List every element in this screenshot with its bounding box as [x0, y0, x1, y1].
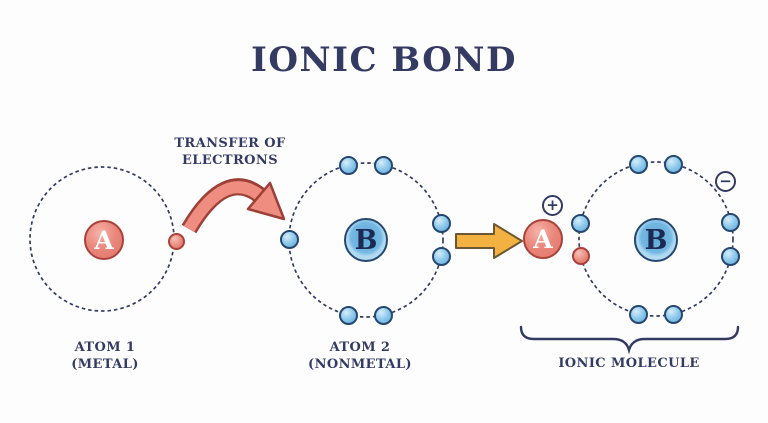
cation-symbol: A: [533, 224, 553, 254]
atom1-caption-line2: (METAL): [71, 357, 139, 372]
anion-electron-dot: [629, 155, 648, 174]
atom1-symbol: A: [94, 225, 114, 255]
atom2-caption-line2: (NONMETAL): [308, 357, 412, 372]
transferred-electron-dot: [572, 247, 590, 265]
anion-symbol: B: [644, 224, 668, 256]
atom2-electron-dot: [374, 306, 393, 325]
anion-electron-dot: [571, 214, 590, 233]
atom1-caption-line1: ATOM 1: [74, 340, 136, 355]
transfer-of-electrons-label: TRANSFER OF ELECTRONS: [150, 135, 310, 169]
atom2-electron-dot: [339, 156, 358, 175]
atom2-caption-line1: ATOM 2: [329, 340, 391, 355]
atom2-electron-dot: [280, 230, 299, 249]
atom2-symbol: B: [354, 224, 378, 256]
atom1-caption: ATOM 1 (METAL): [25, 339, 185, 373]
transfer-label-line1: TRANSFER OF: [174, 136, 286, 151]
atom2-electron-dot: [432, 247, 451, 266]
page-title: IONIC BOND: [251, 40, 517, 80]
forward-arrow-icon: [455, 223, 523, 259]
transfer-arrow-icon: [181, 178, 286, 234]
atom2-caption: ATOM 2 (NONMETAL): [280, 339, 440, 373]
anion-orbit-circle: [578, 161, 734, 317]
plus-charge-badge: +: [542, 195, 563, 216]
transfer-label-line2: ELECTRONS: [182, 153, 278, 168]
anion-electron-dot: [664, 155, 683, 174]
minus-sign: −: [719, 172, 732, 190]
underbrace-icon: [519, 325, 740, 355]
anion-electron-dot: [629, 305, 648, 324]
anion-electron-dot: [721, 213, 740, 232]
anion-electron-dot: [721, 247, 740, 266]
plus-sign: +: [546, 196, 559, 214]
ionic-molecule-caption-text: IONIC MOLECULE: [558, 356, 700, 371]
anion-electron-dot: [664, 305, 683, 324]
atom1-nucleus: A: [84, 220, 124, 260]
atom2-electron-dot: [339, 306, 358, 325]
ionic-molecule-caption: IONIC MOLECULE: [529, 355, 729, 372]
atom2-nucleus: B: [344, 218, 388, 262]
minus-charge-badge: −: [715, 171, 736, 192]
cation-nucleus: A: [523, 219, 563, 259]
anion-nucleus: B: [634, 218, 678, 262]
atom1-valence-electron-dot: [168, 233, 185, 250]
atom2-electron-dot: [374, 156, 393, 175]
atom2-electron-dot: [432, 214, 451, 233]
